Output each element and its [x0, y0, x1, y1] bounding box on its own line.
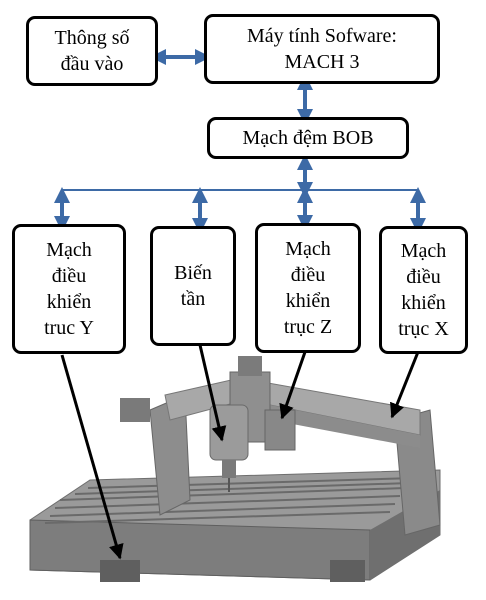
- axis-x-control-box: Mạch điều khiển trục X: [379, 226, 468, 354]
- pointer-axis-y: [60, 354, 124, 560]
- computer-software-box: Máy tính Sofware: MACH 3: [204, 14, 440, 84]
- pointer-inverter: [198, 344, 227, 442]
- axis-z-control-box: Mạch điều khiển trục Z: [255, 223, 361, 353]
- input-params-box: Thông số đầu vào: [26, 16, 158, 86]
- cnc-machine-drawing: [29, 356, 441, 582]
- pointer-axis-z: [279, 351, 307, 420]
- axis-y-control-box: Mạch điều khiển truc Y: [12, 224, 126, 354]
- pointer-axis-x: [390, 351, 420, 419]
- inverter-box: Biến tần: [150, 226, 236, 346]
- bob-buffer-box: Mạch đệm BOB: [207, 117, 409, 159]
